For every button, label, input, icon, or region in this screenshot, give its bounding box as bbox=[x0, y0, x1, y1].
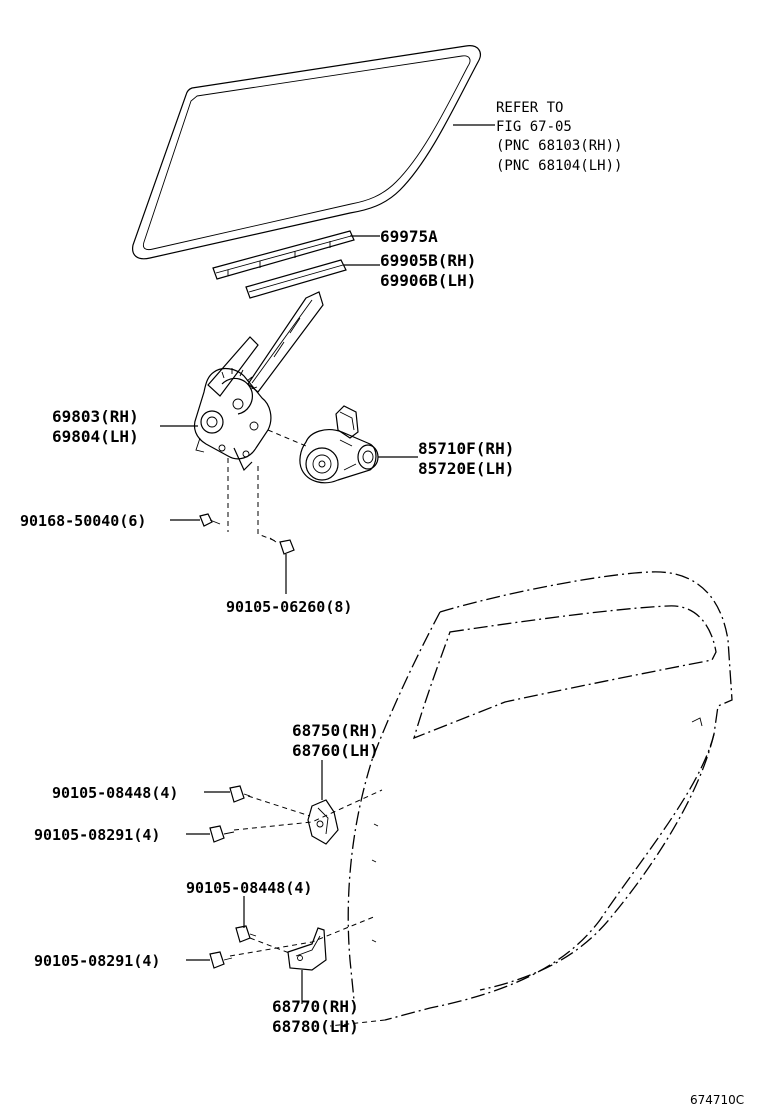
reference-line-4: (PNC 68104(LH)) bbox=[496, 158, 622, 174]
mount-line-lower-3 bbox=[329, 1019, 386, 1027]
label-bolt-upper-2: 90105-08291(4) bbox=[34, 826, 160, 844]
label-motor-rh: 85710F(RH) bbox=[418, 439, 514, 458]
mount-line-lower-2 bbox=[229, 915, 377, 957]
label-motor-lh: 85720E(LH) bbox=[418, 459, 514, 478]
label-upper-hinge-lh: 68760(LH) bbox=[292, 741, 379, 760]
weatherstrip-69905b bbox=[245, 259, 347, 299]
rear-door-outline bbox=[347, 571, 733, 1021]
label-weatherstrip-rh: 69905B(RH) bbox=[380, 251, 476, 270]
reference-note: REFER TO FIG 67-05 (PNC 68103(RH)) (PNC … bbox=[496, 100, 622, 174]
label-run-channel: 69975A bbox=[380, 227, 438, 246]
bolt-lower-2 bbox=[209, 951, 233, 969]
label-weatherstrip-lh: 69906B(LH) bbox=[380, 271, 476, 290]
bolt-upper-1 bbox=[229, 785, 251, 803]
label-bolt-motor: 90105-06260(8) bbox=[226, 598, 352, 616]
window-regulator bbox=[193, 291, 324, 472]
upper-hinge bbox=[307, 799, 339, 845]
label-lower-hinge-lh: 68780(LH) bbox=[272, 1017, 359, 1036]
label-bolt-upper-1: 90105-08448(4) bbox=[52, 784, 178, 802]
reference-line-1: REFER TO bbox=[496, 100, 563, 116]
reference-line-3: (PNC 68103(RH)) bbox=[496, 138, 622, 154]
bolt-regulator bbox=[199, 513, 221, 527]
lower-hinge bbox=[287, 927, 327, 971]
label-regulator-lh: 69804(LH) bbox=[52, 427, 139, 446]
mount-line-upper-2 bbox=[233, 789, 383, 831]
reference-line-2: FIG 67-05 bbox=[496, 119, 572, 135]
label-bolt-lower-2: 90105-08291(4) bbox=[34, 952, 160, 970]
label-bolt-lower-1: 90105-08448(4) bbox=[186, 879, 312, 897]
label-bolt-regulator: 90168-50040(6) bbox=[20, 512, 146, 530]
run-channel-69975a bbox=[212, 230, 355, 280]
mount-line-upper-1 bbox=[247, 795, 311, 817]
mount-line-lower-1 bbox=[249, 937, 293, 955]
label-lower-hinge-rh: 68770(RH) bbox=[272, 997, 359, 1016]
bolt-lower-1 bbox=[235, 925, 257, 943]
figure-number: 674710C bbox=[690, 1093, 744, 1107]
mount-line-motor bbox=[267, 429, 307, 447]
bolt-motor bbox=[269, 537, 295, 555]
door-glass bbox=[132, 45, 481, 260]
bolt-upper-2 bbox=[209, 825, 235, 843]
label-regulator-rh: 69803(RH) bbox=[52, 407, 139, 426]
label-upper-hinge-rh: 68750(RH) bbox=[292, 721, 379, 740]
mount-line-bolt-2 bbox=[257, 466, 279, 543]
regulator-motor bbox=[299, 405, 379, 484]
